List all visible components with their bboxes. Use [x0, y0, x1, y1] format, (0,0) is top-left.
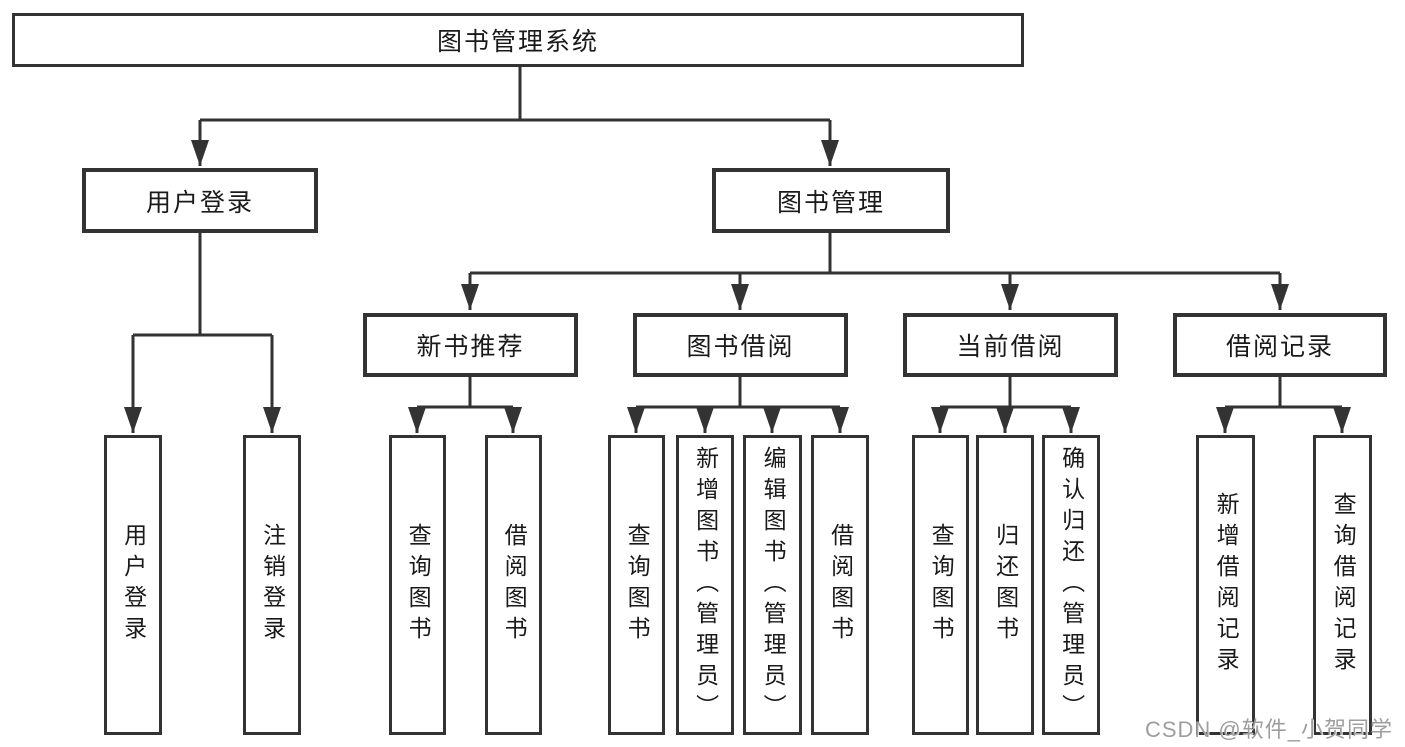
node-book-borrow: 图书借阅 [633, 313, 848, 377]
leaf-current-query: 查询图书 [912, 435, 969, 735]
connector-arrows [124, 120, 1351, 433]
leaf-current-confirm: 确认归还（管理员） [1042, 435, 1100, 735]
leaf-borrow-borrow: 借阅图书 [811, 435, 869, 735]
leaf-borrow-query: 查询图书 [608, 435, 665, 735]
leaf-records-add: 新增借阅记录 [1196, 435, 1255, 735]
node-root: 图书管理系统 [12, 13, 1024, 67]
node-borrow-records: 借阅记录 [1173, 313, 1387, 377]
leaf-newbook-borrow: 借阅图书 [485, 435, 542, 735]
watermark: CSDN @软件_小贺同学 [1144, 717, 1393, 742]
connector-rails [133, 67, 1342, 409]
leaf-logout: 注销登录 [243, 435, 301, 735]
leaf-borrow-edit: 编辑图书（管理员） [743, 435, 802, 735]
leaf-user-login: 用户登录 [104, 435, 162, 735]
node-new-book-rec: 新书推荐 [363, 313, 578, 377]
leaf-records-query: 查询借阅记录 [1313, 435, 1372, 735]
node-current-borrow: 当前借阅 [903, 313, 1118, 377]
leaf-current-return: 归还图书 [976, 435, 1034, 735]
node-book-mgmt: 图书管理 [712, 168, 950, 233]
leaf-newbook-query: 查询图书 [389, 435, 446, 735]
node-user-login: 用户登录 [82, 168, 318, 233]
leaf-borrow-add: 新增图书（管理员） [676, 435, 734, 735]
